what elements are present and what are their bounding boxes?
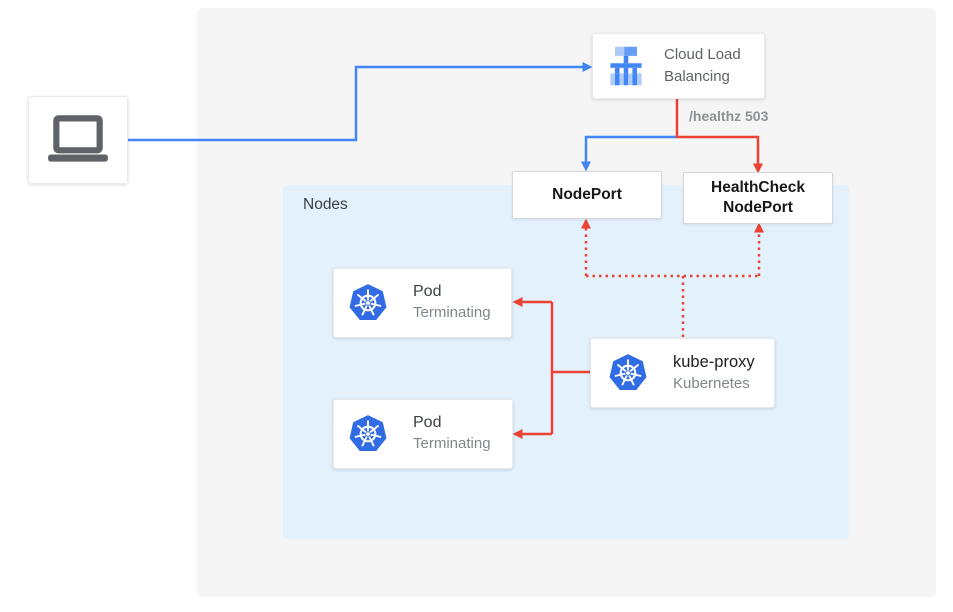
kubernetes-icon	[348, 414, 388, 454]
kubernetes-icon	[348, 283, 388, 323]
healthcheck-nodeport-label: HealthCheck NodePort	[711, 178, 805, 216]
client-node	[28, 96, 128, 184]
laptop-icon	[45, 113, 111, 167]
nodes-label: Nodes	[303, 196, 348, 213]
cloud-load-balancing-icon	[604, 44, 648, 88]
pod-2-label: Pod Terminating	[413, 414, 491, 453]
pod-node-2: Pod Terminating	[333, 399, 513, 469]
healthcheck-nodeport-node: HealthCheck NodePort	[683, 172, 833, 224]
cloud-load-balancing-node: Cloud Load Balancing	[592, 33, 765, 99]
healthz-status-label: /healthz 503	[689, 108, 769, 124]
nodeport-label: NodePort	[552, 185, 622, 203]
kube-proxy-label: kube-proxy Kubernetes	[673, 353, 755, 392]
nodeport-node: NodePort	[512, 171, 662, 219]
kube-proxy-node: kube-proxy Kubernetes	[590, 338, 775, 408]
pod-1-label: Pod Terminating	[413, 283, 491, 322]
pod-node-1: Pod Terminating	[333, 268, 512, 338]
cloud-load-balancing-label: Cloud Load Balancing	[664, 45, 741, 86]
kubernetes-icon	[608, 353, 648, 393]
